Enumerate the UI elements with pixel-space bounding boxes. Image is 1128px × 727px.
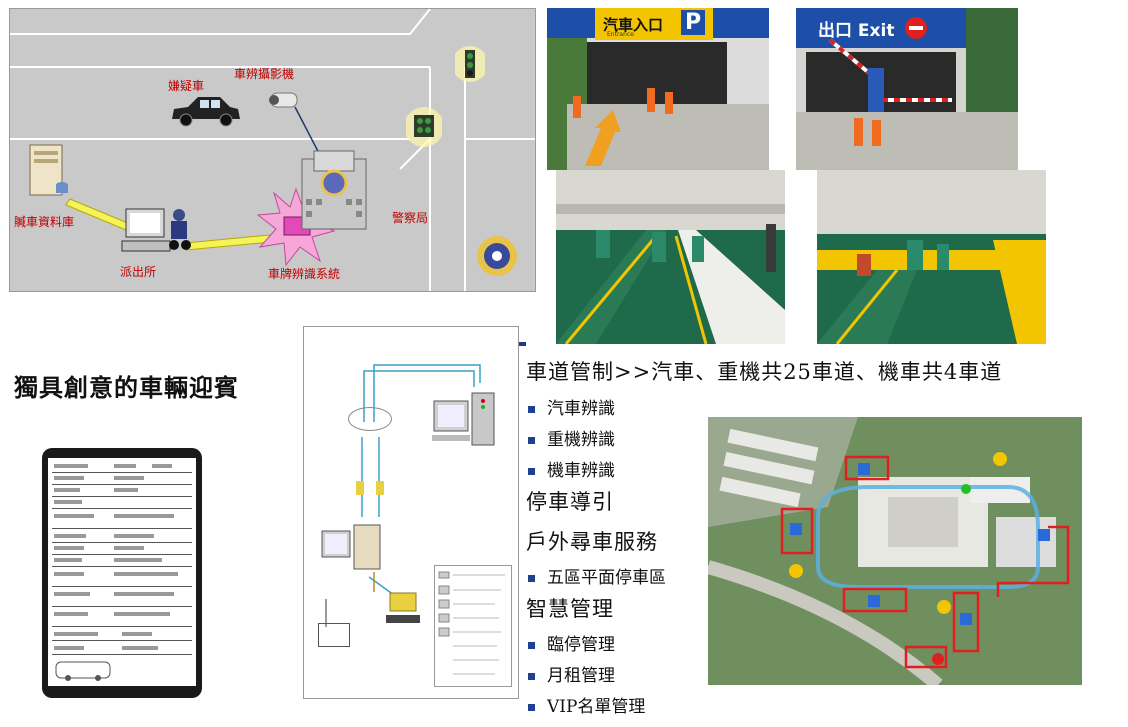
lane-control-heading: 車道管制>>汽車、重機共25車道、機車共4車道 [526, 360, 1003, 384]
bullet-icon [528, 575, 535, 582]
outdoor-search-heading: 戶外尋車服務 [526, 530, 658, 554]
parking-guide-heading: 停車導引 [526, 490, 614, 514]
left-title: 獨具創意的車輛迎賓 [14, 373, 239, 402]
ticket-machine-icon [384, 589, 424, 633]
station-label: 派出所 [120, 265, 157, 279]
list-item: 臨停管理 [528, 630, 615, 655]
schematic-legend [434, 565, 512, 687]
bullet-icon [528, 673, 535, 680]
bullet-icon [528, 704, 535, 711]
suspect-car-label: 嫌疑車 [168, 79, 205, 93]
camera-icon [265, 87, 305, 119]
police-map-diagram: 嫌疑車 車辨攝影機 贓車資料庫 派出所 車牌辨識系統 警察局 [9, 8, 536, 292]
map-roads [10, 9, 535, 291]
no-entry-icon [905, 17, 927, 39]
server-computer-icon [428, 391, 498, 461]
lpr-system-label: 車牌辨識系統 [268, 267, 341, 281]
car-outline-icon [55, 661, 111, 681]
car-lanes-photo [556, 170, 785, 344]
smart-mgmt-heading: 智慧管理 [526, 597, 614, 621]
workstation-icon [320, 523, 390, 587]
phone-screen-form [48, 458, 196, 686]
aerial-parking-map [708, 417, 1082, 685]
traffic-light-icon [452, 44, 488, 84]
computer-icon [118, 205, 178, 259]
list-item: VIP名單管理 [528, 692, 645, 717]
list-item: 機車辨識 [528, 456, 615, 481]
bullet-icon [528, 468, 535, 475]
exit-sign-text: 出口 Exit [818, 21, 895, 41]
entrance-sign-text: 汽車入口 [603, 16, 664, 34]
list-item: 汽車辨識 [528, 394, 615, 419]
police-bureau-label: 警察局 [392, 211, 429, 225]
parking-exit-photo: 出口 Exit [796, 8, 1018, 170]
motorcycle-lanes-photo [817, 170, 1046, 344]
switch-icon [376, 481, 384, 495]
car-icon [168, 93, 242, 131]
list-item: 重機辨識 [528, 425, 615, 450]
parking-p-sign-icon: P [681, 10, 706, 35]
camera-label: 車辨攝影機 [234, 67, 295, 81]
database-label: 贓車資料庫 [14, 215, 75, 229]
server-icon [26, 141, 70, 203]
phone-mockup [42, 448, 202, 698]
network-cloud-icon [348, 407, 392, 431]
police-building-icon [296, 149, 372, 235]
display-panel-icon [318, 623, 350, 647]
bullet-icon [528, 406, 535, 413]
police-officer-icon [166, 207, 192, 255]
switch-icon [356, 481, 364, 495]
list-item: 月租管理 [528, 661, 615, 686]
entrance-sign-subtext: Entrance [607, 31, 634, 38]
list-item: 五區平面停車區 [528, 563, 666, 588]
bullet-icon [528, 437, 535, 444]
parking-entrance-photo: 汽車入口 Entrance P [547, 8, 769, 170]
police-emblem-icon [474, 233, 520, 283]
bullet-icon [528, 642, 535, 649]
traffic-light-icon [404, 105, 444, 149]
system-schematic [303, 326, 519, 699]
